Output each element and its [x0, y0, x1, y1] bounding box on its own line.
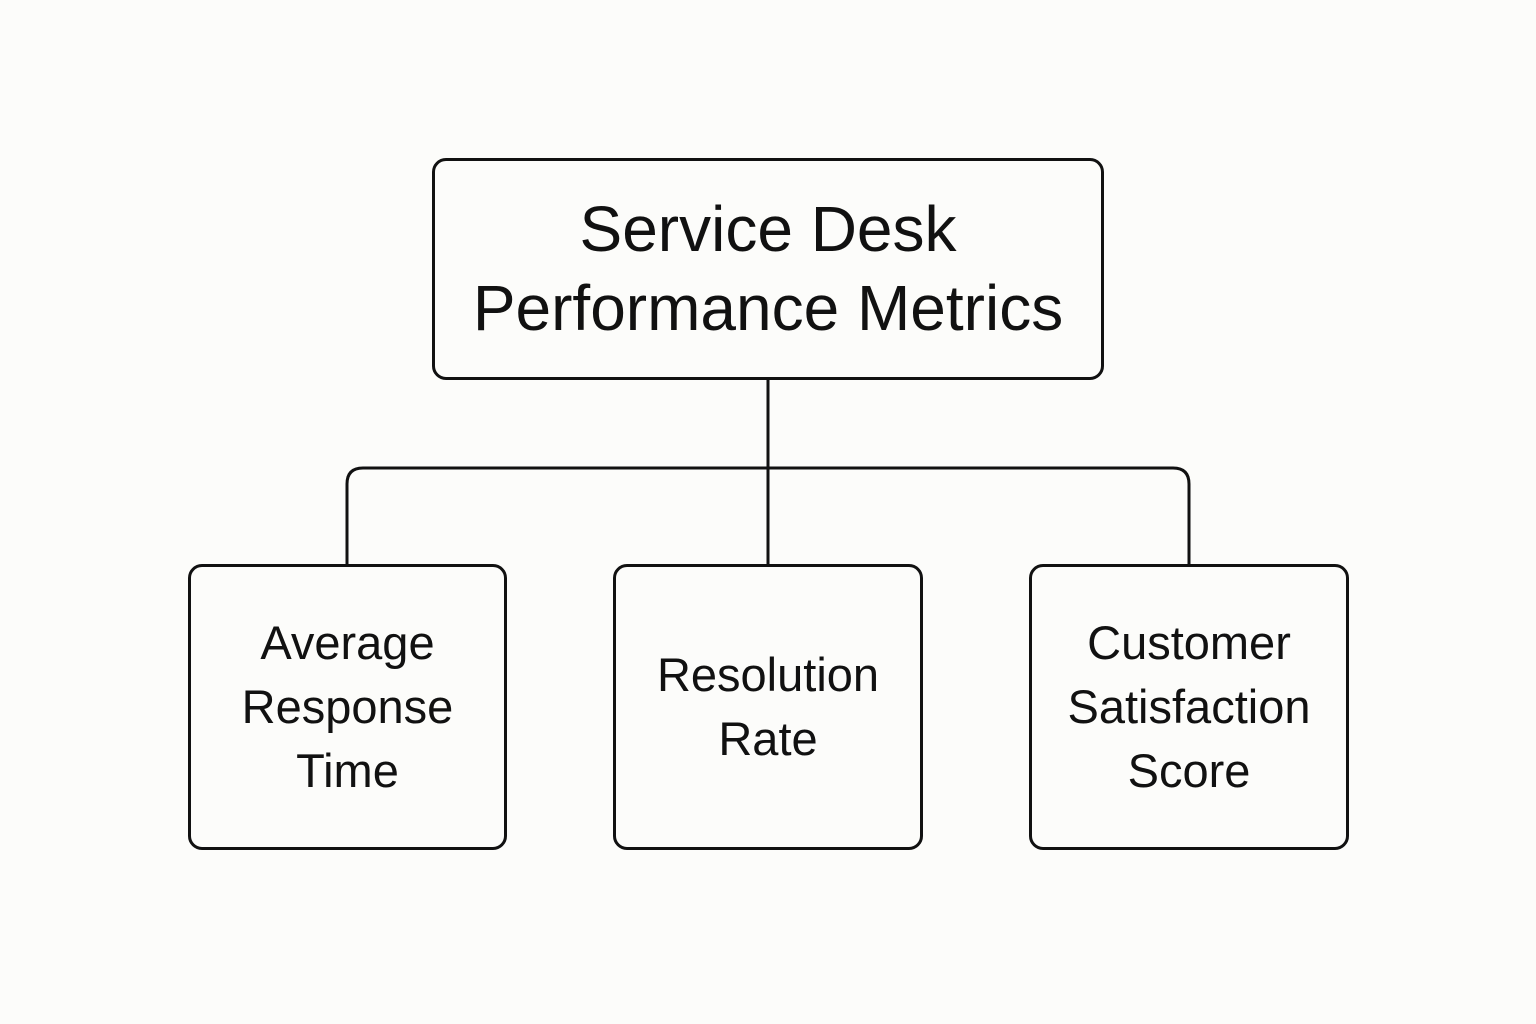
child-node-customer-satisfaction-score: Customer Satisfaction Score — [1029, 564, 1349, 850]
child-node-resolution-rate: Resolution Rate — [613, 564, 923, 850]
root-node-label: Service Desk Performance Metrics — [472, 192, 1064, 344]
branch-line-left — [345, 466, 768, 564]
root-node-box: Service Desk Performance Metrics — [432, 158, 1104, 380]
child-node-average-response-time: Average Response Time — [188, 564, 507, 850]
branch-line-right — [768, 466, 1191, 564]
child-node-label: Average Response Time — [241, 616, 454, 797]
child-node-label: Customer Satisfaction Score — [1067, 616, 1311, 797]
child-node-label: Resolution Rate — [656, 648, 880, 765]
